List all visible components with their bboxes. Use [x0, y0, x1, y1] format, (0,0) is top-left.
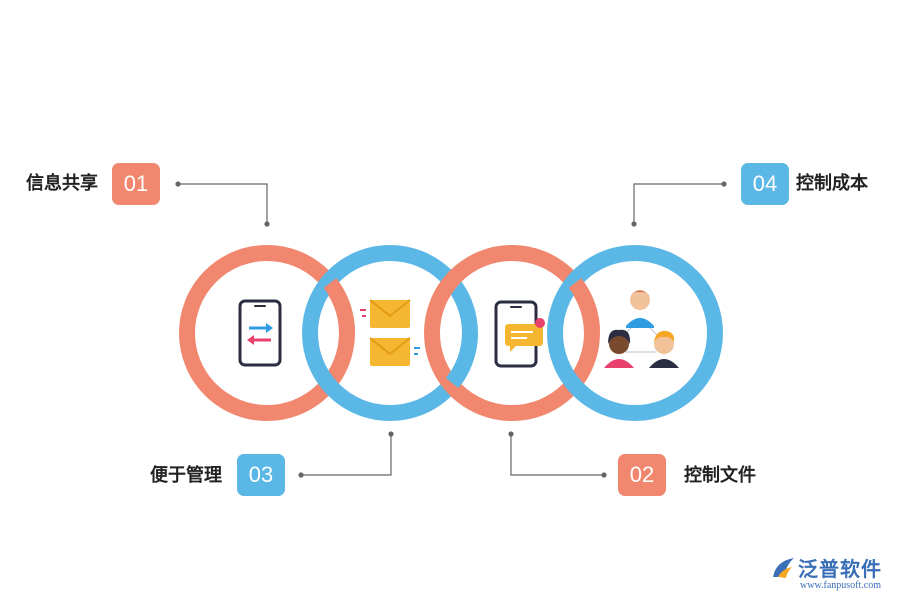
connector-04-dot-end	[631, 221, 637, 227]
connector-02	[510, 434, 604, 476]
item-01-label: 信息共享	[26, 173, 98, 194]
ring-1-overlap	[323, 278, 356, 334]
logo-url: www.fanpusoft.com	[800, 580, 882, 591]
connector-03-dot-start	[298, 472, 304, 478]
item-02-label: 控制文件	[684, 465, 756, 486]
connector-03	[301, 434, 392, 476]
ring-2-overlap	[445, 332, 478, 389]
connector-01-dot-start	[175, 181, 181, 187]
connector-04	[633, 183, 724, 224]
item-01-badge: 01	[112, 163, 160, 205]
connector-02-dot-end	[508, 431, 514, 437]
logo-mark-icon	[773, 558, 794, 578]
item-02-badge: 02	[618, 454, 666, 496]
ring-4	[547, 245, 723, 421]
item-03-badge: 03	[237, 454, 285, 496]
item-03-label: 便于管理	[150, 465, 222, 486]
item-04-badge: 04	[741, 163, 789, 205]
connector-04-dot-start	[721, 181, 727, 187]
connector-01-dot-end	[264, 221, 270, 227]
connector-02-dot-start	[601, 472, 607, 478]
item-04-label: 控制成本	[796, 173, 868, 194]
connector-03-dot-end	[388, 431, 394, 437]
envelopes-icon	[360, 299, 420, 366]
phone-transfer-icon	[238, 299, 282, 367]
ring-3-overlap	[568, 278, 601, 334]
brand-logo: 泛普软件 www.fanpusoft.com	[770, 553, 895, 598]
connector-01	[178, 183, 268, 224]
phone-message-icon	[494, 300, 545, 368]
team-icon	[604, 290, 679, 368]
logo-name: 泛普软件	[798, 557, 882, 581]
